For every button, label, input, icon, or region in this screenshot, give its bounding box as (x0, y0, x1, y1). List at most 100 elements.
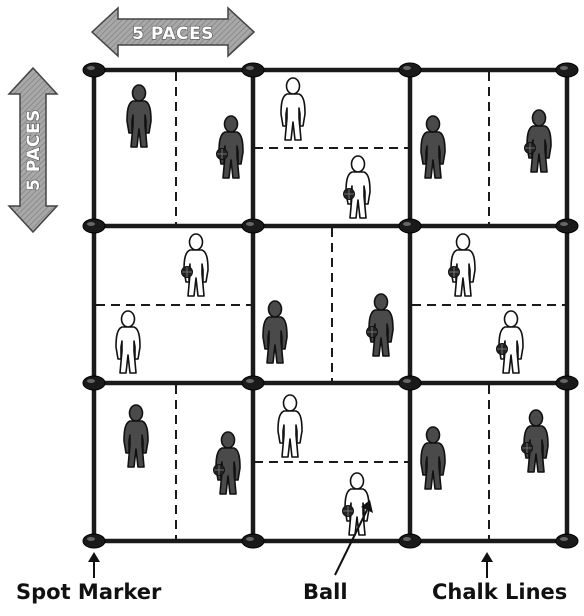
spot-marker (398, 62, 422, 78)
player-light (496, 310, 524, 374)
player-head (267, 300, 283, 318)
player-body (498, 326, 524, 374)
player-body (126, 100, 152, 148)
player-dark (521, 409, 549, 473)
player-head (128, 404, 144, 422)
player-head (350, 155, 366, 173)
spot-marker-highlight (560, 66, 568, 70)
ball-seam (214, 465, 224, 475)
player-body (420, 131, 446, 179)
player-dark (524, 109, 552, 173)
chalk-lines-dashed (96, 72, 565, 539)
player-light (277, 394, 303, 458)
player-head (373, 293, 389, 311)
player-body (420, 442, 446, 490)
player-body (123, 420, 149, 468)
spot-marker (398, 533, 422, 549)
spot-marker-highlight (87, 537, 95, 541)
ball-pointer-arrow (334, 500, 373, 576)
player-dark (216, 115, 244, 179)
player-head (120, 310, 136, 328)
player-body (450, 249, 476, 297)
spot-marker-highlight (560, 537, 568, 541)
player-light (448, 233, 476, 297)
player-head (425, 426, 441, 444)
player-light (115, 310, 141, 374)
spot-marker-highlight (403, 222, 411, 226)
spot-marker (555, 218, 579, 234)
player-dark (420, 115, 446, 179)
spot-marker-highlight (403, 379, 411, 383)
player-head (188, 233, 204, 251)
player-body (262, 316, 288, 364)
player-body (368, 309, 394, 357)
player-body (344, 488, 370, 536)
vertical-dimension-arrow: 5 PACES (7, 66, 59, 234)
player-body (215, 447, 241, 495)
spot-marker (398, 218, 422, 234)
player-dark (126, 84, 152, 148)
spot-marker (82, 218, 106, 234)
horizontal-dimension-label: 5 PACES (132, 24, 214, 44)
spot-marker-highlight (246, 537, 254, 541)
player-dark (366, 293, 394, 357)
player-head (220, 431, 236, 449)
player-body (526, 125, 552, 173)
spot-marker-highlight (560, 379, 568, 383)
spot-marker-highlight (87, 379, 95, 383)
player-head (455, 233, 471, 251)
player-dark (262, 300, 288, 364)
spot-marker (82, 375, 106, 391)
spot-marker-highlight (560, 222, 568, 226)
player-head (285, 77, 301, 95)
player-body (277, 410, 303, 458)
player-head (282, 394, 298, 412)
player-light (181, 233, 209, 297)
player-head (223, 115, 239, 133)
player-dark (213, 431, 241, 495)
chalk-lines-label: Chalk Lines (432, 580, 568, 604)
spot-marker (555, 62, 579, 78)
spot-markers (82, 62, 579, 549)
spot-marker (555, 375, 579, 391)
spot-marker-highlight (246, 379, 254, 383)
players (115, 77, 552, 536)
player-head (531, 109, 547, 127)
spot-marker-highlight (246, 66, 254, 70)
spot-marker (82, 533, 106, 549)
spot-marker (241, 218, 265, 234)
player-dark (123, 404, 149, 468)
ball-seam (522, 443, 532, 453)
ball-seam (217, 149, 227, 159)
spot-marker-highlight (403, 66, 411, 70)
spot-marker-highlight (87, 222, 95, 226)
ball-seam (343, 506, 353, 516)
spot-marker-highlight (246, 222, 254, 226)
player-body (218, 131, 244, 179)
ball-seam (367, 327, 377, 337)
spot-marker-highlight (87, 66, 95, 70)
label-pointers (88, 500, 493, 578)
spot-marker (398, 375, 422, 391)
player-body (523, 425, 549, 473)
player-body (345, 171, 371, 219)
player-body (183, 249, 209, 297)
ball-label: Ball (303, 580, 348, 604)
spot-marker-pointer-arrow (88, 552, 100, 578)
ball-seam (449, 267, 459, 277)
chalk-lines-solid (91, 67, 570, 544)
horizontal-dimension-arrow: 5 PACES (90, 6, 256, 58)
spot-marker (82, 62, 106, 78)
player-light (280, 77, 306, 141)
spot-marker-highlight (403, 537, 411, 541)
ball-seam (525, 143, 535, 153)
vertical-dimension-label: 5 PACES (24, 109, 44, 191)
player-head (528, 409, 544, 427)
player-body (115, 326, 141, 374)
player-dark (420, 426, 446, 490)
ball-seam (497, 344, 507, 354)
spot-marker (241, 375, 265, 391)
spot-marker (241, 62, 265, 78)
